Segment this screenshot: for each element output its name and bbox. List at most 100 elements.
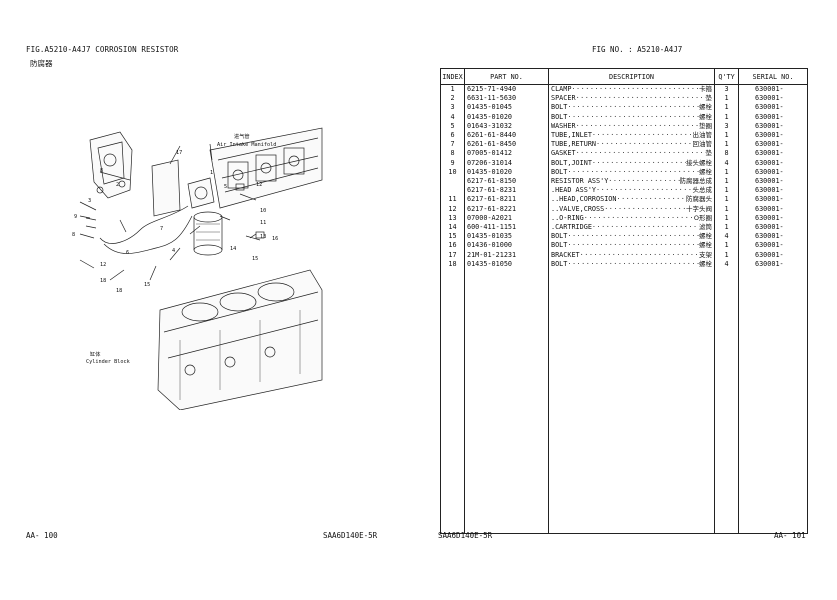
description-cn: 接头螺栓 xyxy=(686,158,712,167)
cell-qty: 1 xyxy=(714,167,739,178)
cell-part-no: 6217-61-8221 xyxy=(464,204,549,214)
description-en: .HEAD ASS'Y xyxy=(551,186,597,195)
cell-description: BOLT 螺栓 xyxy=(548,232,715,242)
cell-index: 12 xyxy=(440,204,465,214)
description-en: SPACER xyxy=(551,94,576,103)
description-cn: 支架 xyxy=(699,250,712,259)
cell-index: 1 xyxy=(440,84,465,95)
callout-18: 18 xyxy=(100,278,106,284)
cell-part-no: 01435-01050 xyxy=(464,259,549,270)
description-cn: 螺栓 xyxy=(699,103,712,112)
leader-dots xyxy=(608,177,679,186)
cell-description: BRACKET 支架 xyxy=(548,250,715,260)
callout-18b: 18 xyxy=(116,288,122,294)
inlet-tube-drawing xyxy=(99,205,189,244)
cell-qty: 1 xyxy=(714,195,739,205)
description-en: GASKET xyxy=(551,149,576,158)
description-en: BOLT xyxy=(551,112,568,121)
description-cn: 螺栓 xyxy=(699,232,712,241)
left-model-code: SAA6D140E-5R xyxy=(323,531,378,540)
callout-11: 11 xyxy=(260,220,266,226)
cell-part-no: 21M-01-21231 xyxy=(464,250,549,260)
cell-qty: 1 xyxy=(714,250,739,260)
callout-3: 3 xyxy=(88,198,91,204)
description-en: CLAMP xyxy=(551,85,572,93)
description-en: BOLT xyxy=(551,103,568,112)
cell-description: ..O-RINGO形圈 xyxy=(548,213,715,224)
cell-part-no: 01643-31032 xyxy=(464,121,549,132)
cell-part-no: 6215-71-4940 xyxy=(464,84,549,95)
description-cn: 卡箍 xyxy=(699,85,712,93)
cell-description: TUBE,RETURN回油管 xyxy=(548,140,715,150)
cell-part-no: 6217-61-8150 xyxy=(464,177,549,187)
cell-description: WASHER垫圈 xyxy=(548,121,715,132)
cell-serial: 630001- xyxy=(738,94,808,104)
cell-part-no: 6217-61-8231 xyxy=(464,186,549,196)
callout-17: 17 xyxy=(176,150,182,156)
cell-index: 11 xyxy=(440,195,465,205)
callout-16: 16 xyxy=(272,236,278,242)
description-cn: 垫 xyxy=(705,94,713,103)
leader-dots xyxy=(580,251,699,260)
description-cn: 出油管 xyxy=(692,131,713,140)
cell-description: ..HEAD,CORROSION防腐器头 xyxy=(548,195,715,205)
cell-index: 5 xyxy=(440,121,465,132)
cell-description: RESISTOR ASS'Y防腐器总成 xyxy=(548,177,715,187)
cell-qty: 1 xyxy=(714,94,739,104)
callout-13: 13 xyxy=(260,234,266,240)
cell-part-no: 07000-A2021 xyxy=(464,213,549,224)
description-cn: 滤筒 xyxy=(699,223,712,232)
cell-index xyxy=(440,177,465,187)
cell-description: .HEAD ASS'Y头总成 xyxy=(548,186,715,196)
air-intake-manifold-drawing xyxy=(209,127,323,209)
header-description: DESCRIPTION xyxy=(548,68,715,85)
description-en: TUBE,INLET xyxy=(551,131,592,140)
callout-14: 14 xyxy=(230,246,236,252)
cell-qty: 1 xyxy=(714,112,739,122)
leader-dots xyxy=(567,113,699,122)
cartridge-drawing xyxy=(193,211,223,256)
callout-12: 12 xyxy=(256,182,262,188)
description-en: BRACKET xyxy=(551,250,580,259)
header-serial: SERIAL NO. xyxy=(738,68,808,85)
cell-qty: 1 xyxy=(714,204,739,214)
callout-10: 10 xyxy=(260,208,266,214)
table-filler-row xyxy=(440,269,808,534)
cell-serial: 630001- xyxy=(738,103,808,113)
description-cn: 回油管 xyxy=(692,140,713,149)
cell-part-no: 6631-11-5630 xyxy=(464,94,549,104)
table-row: 6217-61-8231.HEAD ASS'Y头总成1630001- xyxy=(440,186,808,196)
description-en: BOLT xyxy=(551,232,568,241)
cell-serial: 630001- xyxy=(738,223,808,233)
cell-index: 7 xyxy=(440,140,465,150)
header-qty: Q'TY xyxy=(714,68,739,85)
description-en: ..HEAD,CORROSION xyxy=(551,195,617,204)
bolts-drawing xyxy=(79,183,265,269)
cell-qty: 1 xyxy=(714,241,739,251)
cell-description: BOLT,JOINT接头螺栓 xyxy=(548,158,715,168)
exploded-parts-diagram: 进气管 Air Intake Manifold 缸体 Cylinder Bloc… xyxy=(72,127,323,410)
description-cn: 螺栓 xyxy=(699,241,712,250)
cell-qty: 4 xyxy=(714,232,739,242)
leader-dots xyxy=(592,131,693,140)
cell-part-no: 6261-61-8440 xyxy=(464,131,549,141)
leader-dots xyxy=(567,260,699,269)
cylinder-block-drawing xyxy=(157,269,323,410)
cell-qty: 1 xyxy=(714,103,739,113)
callout-4: 4 xyxy=(172,248,175,254)
bracket-drawing xyxy=(89,131,133,199)
cell-serial: 630001- xyxy=(738,213,808,224)
description-cn: 垫圈 xyxy=(699,121,712,130)
cell-part-no: 600-411-1151 xyxy=(464,223,549,233)
cell-part-no: 01435-01020 xyxy=(464,167,549,178)
cell-serial: 630001- xyxy=(738,112,808,122)
cell-index: 8 xyxy=(440,149,465,159)
cell-qty: 1 xyxy=(714,131,739,141)
leader-dots xyxy=(576,149,706,158)
